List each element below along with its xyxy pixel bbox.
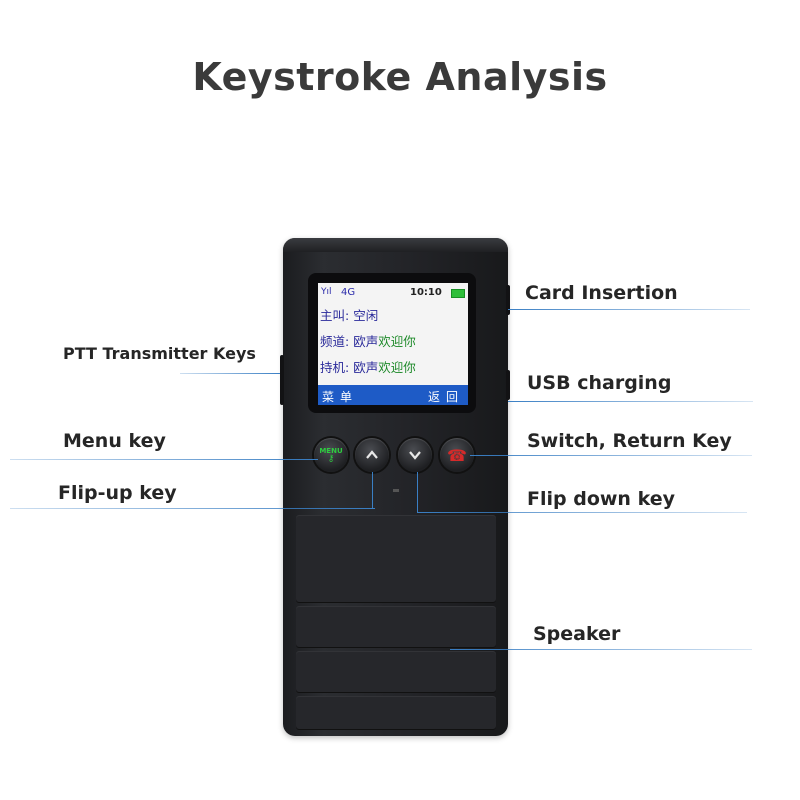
speaker-panel-4 [296, 696, 496, 730]
card-slot [506, 285, 510, 315]
label-ptt-keys: PTT Transmitter Keys [63, 344, 256, 363]
microphone-hole [393, 489, 399, 492]
softkey-right-label: 返回 [427, 390, 464, 404]
softkey-left-label: 菜单 [322, 390, 359, 404]
leader-flip-down-vertical [417, 472, 418, 512]
ptt-side-button [280, 355, 284, 405]
label-speaker: Speaker [533, 623, 621, 645]
speaker-panel-2 [296, 606, 496, 648]
label-flip-down-key: Flip down key [527, 488, 675, 510]
device-top-rim [283, 238, 508, 252]
network-indicator: 4G [341, 287, 356, 298]
usb-port [506, 370, 510, 400]
menu-key: MENU ⚷ [314, 438, 348, 472]
clock: 10:10 [410, 287, 442, 298]
leader-switch-return-key [470, 455, 752, 456]
label-switch-return-key: Switch, Return Key [527, 430, 732, 452]
leader-ptt-keys [180, 373, 280, 374]
chevron-up-icon [366, 450, 378, 459]
leader-flip-down-key [417, 512, 747, 513]
label-usb-charging: USB charging [527, 372, 672, 394]
flip-down-key [398, 438, 432, 472]
lcd-screen: Yıl 4G 10:10 主叫: 空闲 频道: 欧声欢迎你 持机: 欧声欢迎你 … [318, 283, 468, 405]
leader-card-insertion [508, 309, 750, 310]
screen-row-caller: 主叫: 空闲 [320, 308, 379, 323]
battery-icon [451, 289, 465, 298]
phone-end-icon: ☎ [447, 445, 467, 465]
leader-flip-up-vertical [372, 472, 373, 508]
screen-row-channel: 频道: 欧声欢迎你 [320, 334, 416, 349]
label-menu-key: Menu key [63, 430, 166, 452]
label-card-insertion: Card Insertion [525, 282, 678, 304]
key-icon: ⚷ [327, 454, 335, 464]
switch-return-key: ☎ [440, 438, 474, 472]
page-title: Keystroke Analysis [192, 55, 608, 99]
speaker-panel-3 [296, 651, 496, 693]
softkey-bar: 菜单 返回 [318, 385, 468, 405]
leader-flip-up-key [10, 508, 375, 509]
leader-speaker [450, 649, 752, 650]
speaker-panel-1 [296, 515, 496, 603]
leader-usb-charging [508, 401, 753, 402]
leader-menu-key [10, 459, 318, 460]
screen-row-holder: 持机: 欧声欢迎你 [320, 360, 416, 375]
label-flip-up-key: Flip-up key [58, 482, 177, 504]
signal-icon: Yıl [321, 287, 332, 297]
flip-up-key [355, 438, 389, 472]
status-bar: Yıl 4G 10:10 [318, 285, 468, 301]
chevron-down-icon [409, 451, 421, 460]
